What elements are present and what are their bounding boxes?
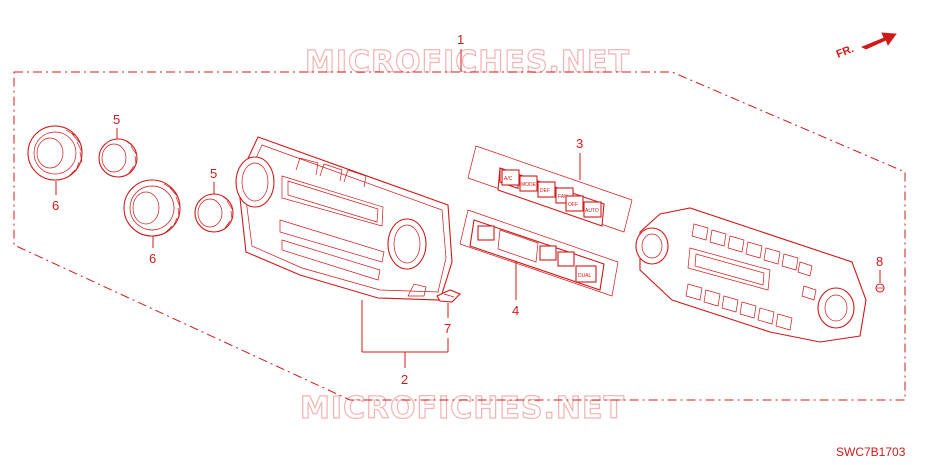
front-direction-arrow: FR.	[835, 32, 897, 61]
button-dual-label: DUAL	[578, 273, 592, 279]
button-defrost-lower	[539, 245, 557, 261]
screw-part	[875, 283, 885, 293]
arrow-icon	[861, 32, 897, 50]
knob-small-lower	[194, 193, 234, 233]
switch-lower: DUAL	[459, 209, 619, 297]
callout-8-label: 8	[876, 254, 883, 269]
knob-small-upper	[98, 138, 138, 178]
callout-2: 2	[361, 300, 449, 387]
watermark-bottom: MICROFICHES.NET	[300, 391, 625, 426]
button-dual: DUAL	[575, 265, 597, 283]
button-mode-label: MODE	[521, 182, 537, 188]
clip-part	[436, 289, 461, 303]
callout-4-label: 4	[512, 303, 519, 318]
button-defrost: DEF	[537, 181, 556, 198]
knob-large-upper	[27, 125, 83, 181]
callout-3: 3	[576, 136, 583, 180]
callout-2-label: 2	[401, 372, 408, 387]
watermark-top: MICROFICHES.NET	[305, 45, 630, 80]
button-fan-label: FAN	[558, 194, 568, 200]
button-ac-label: A/C	[504, 176, 513, 182]
button-defrost-label: DEF	[540, 188, 550, 194]
callout-3-label: 3	[576, 136, 583, 151]
control-panel-bezel	[235, 136, 453, 301]
callout-6-lower-label: 6	[149, 251, 156, 266]
climate-control-unit	[635, 207, 867, 343]
callout-6-upper: 6	[52, 181, 59, 213]
callout-8: 8	[876, 254, 883, 283]
knob-large-lower	[123, 179, 181, 237]
front-direction-label: FR.	[835, 43, 856, 61]
callout-5-lower-label: 5	[210, 166, 217, 181]
callout-5-lower: 5	[210, 166, 217, 194]
button-auto-label: AUTO	[585, 208, 599, 214]
button-auto: AUTO	[583, 201, 602, 218]
callout-1-label: 1	[457, 32, 464, 47]
diagram-code: SWC7B1703	[836, 445, 906, 459]
callout-7-label: 7	[444, 321, 451, 336]
callout-6-upper-label: 6	[52, 198, 59, 213]
callout-1: 1	[457, 32, 464, 72]
callout-5-upper-label: 5	[113, 112, 120, 127]
callout-4: 4	[512, 262, 519, 318]
callout-7: 7	[444, 303, 451, 336]
button-ac: A/C	[501, 169, 520, 186]
callout-6-lower: 6	[149, 236, 156, 266]
switch-upper: A/C MODE DEF FAN OFF AUTO	[467, 145, 633, 233]
callout-5-upper: 5	[113, 112, 120, 139]
button-mode: MODE	[519, 175, 538, 192]
button-off-label: OFF	[568, 202, 578, 208]
button-off: OFF	[565, 195, 584, 212]
